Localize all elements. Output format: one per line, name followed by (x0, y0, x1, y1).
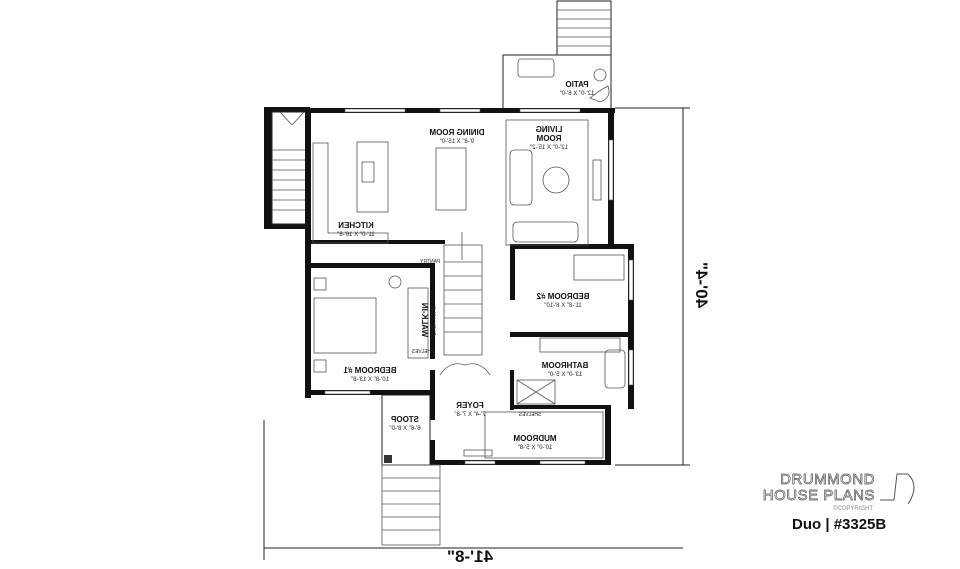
room-fixtures (313, 254, 626, 459)
bedroom2-dims: 11'-8" X 8'-10" (544, 303, 581, 309)
bedroom2-label: BEDROOM #2 (536, 292, 589, 301)
interior-stairs (443, 232, 483, 356)
bedroom1-label: BEDROOM #1 (343, 366, 396, 375)
logo-copyright: ©COPYRIGHT (833, 505, 873, 512)
bathroom-dims: 13'-0" X 5'-0" (548, 372, 583, 378)
stoop-dims: 6'-6" X 8'-0" (389, 426, 420, 432)
logo-line2: HOUSE PLANS (763, 487, 875, 504)
patio (502, 54, 612, 111)
windows (324, 108, 634, 465)
dining-label: DINING ROOM (429, 128, 484, 137)
walkin-label: WALK-IN (420, 303, 429, 337)
drummond-logo: DRUMMOND HOUSE PLANS ©COPYRIGHT (762, 471, 915, 512)
shelves-label: SHELVES (411, 349, 434, 355)
foyer-label: FOYER (456, 401, 484, 410)
plan-title: Duo | #3325B (792, 516, 887, 533)
bathroom-label: BATHROOM (541, 361, 588, 370)
kitchen-label: KITCHEN (338, 221, 374, 230)
patio-stairs (556, 0, 612, 56)
logo-line1: DRUMMOND (780, 471, 875, 488)
kitchen-dims: 11'-0" X 16'-8" (337, 232, 374, 238)
living-dims: 12'-0" X 15'-2" (530, 145, 568, 151)
pantry-label: PANTRY (419, 259, 439, 265)
shelves-label-2: SHELVES (518, 412, 541, 418)
living-label-2: ROOM (536, 134, 561, 143)
depth-dimension: 40'-4" (692, 262, 711, 308)
patio-dims: 12'-0" X 6'-0" (560, 91, 595, 97)
stoop-stairs (381, 464, 441, 546)
living-label: LIVING (536, 125, 563, 134)
foyer-dims: 7'-4" X 7'-8" (454, 412, 485, 418)
dining-dims: 9'-8" X 15'-0" (440, 139, 475, 145)
walkin-dims: 5'-8" X 3'-2" (429, 304, 435, 335)
mudroom-label: MUDROOM (513, 434, 556, 443)
side-stairs (264, 107, 310, 229)
patio-label: PATIO (565, 80, 588, 89)
width-dimension: 41'-8" (447, 547, 493, 566)
bedroom1-dims: 10'-8" X 13'-8" (351, 377, 389, 383)
dimension-lines: 41'-8" 40'-4" (263, 107, 711, 566)
mudroom-dims: 10'-0" X 5'-8" (518, 445, 553, 451)
kitchen-fixtures (312, 119, 602, 246)
stoop-label: STOOP (390, 415, 419, 424)
